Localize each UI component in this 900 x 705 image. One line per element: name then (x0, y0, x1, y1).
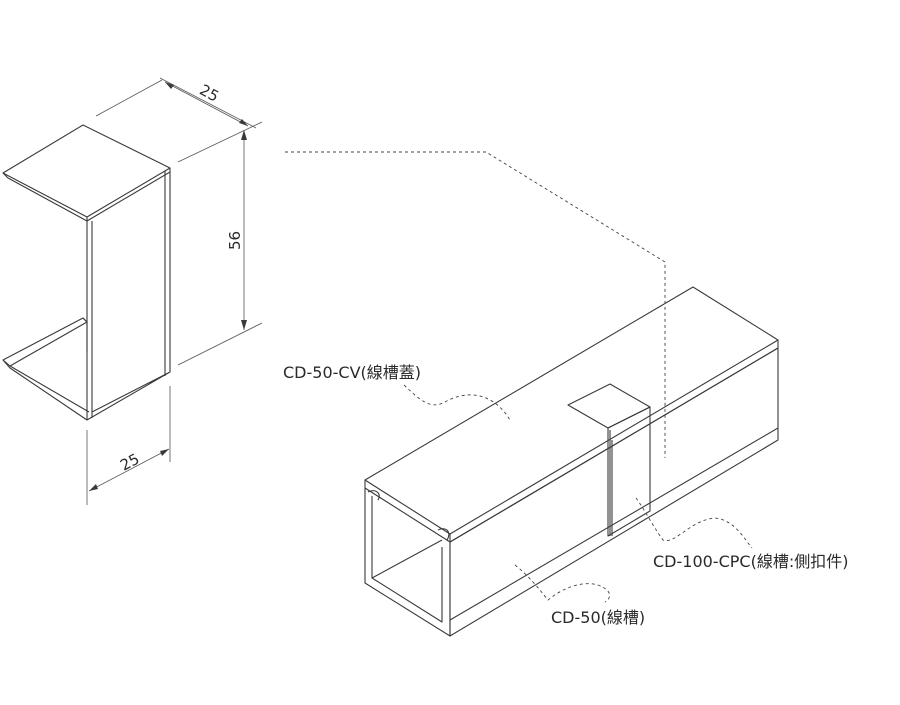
dimension-top-width: 25 (95, 77, 263, 163)
dimension-bottom-width: 25 (86, 386, 171, 505)
reference-dashed-line (285, 151, 666, 458)
trunking-label: CD-50(線槽) (551, 608, 645, 627)
dimension-top-width-label: 25 (197, 81, 222, 106)
dimension-height-label: 56 (226, 231, 244, 250)
cover-leader (403, 384, 511, 421)
side-clip-drawing (567, 383, 651, 537)
clip-leader (635, 497, 753, 549)
cover-profile-drawing (2, 124, 171, 421)
cover-label: CD-50-CV(線槽蓋) (283, 363, 421, 382)
clip-label: CD-100-CPC(線槽:側扣件) (653, 552, 848, 571)
trunking-drawing (364, 286, 779, 637)
dimension-height: 56 (177, 130, 263, 366)
trunking-leader (514, 564, 611, 603)
dimension-bottom-width-label: 25 (117, 450, 142, 475)
